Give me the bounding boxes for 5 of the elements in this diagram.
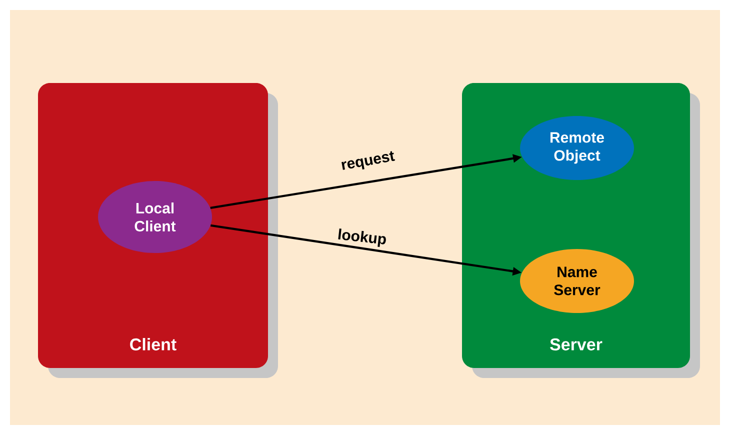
ellipse-node: Name Server <box>520 249 634 313</box>
ellipse-node: Local Client <box>98 181 212 253</box>
ellipse-node: Remote Object <box>520 116 634 180</box>
edge-label: request <box>342 151 396 170</box>
edge-label: lookup <box>338 228 386 247</box>
